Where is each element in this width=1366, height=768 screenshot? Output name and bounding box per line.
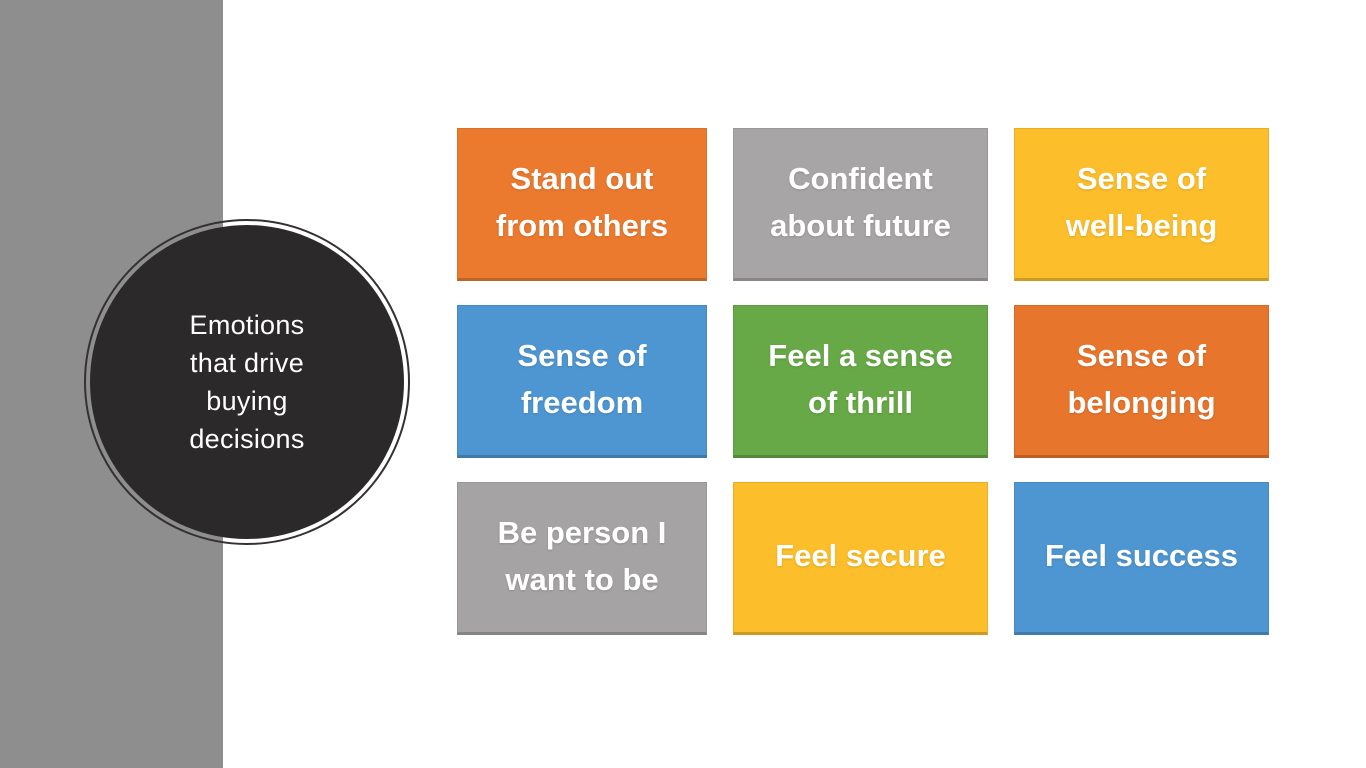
emotion-box-feel-a-sense-of-thrill: Feel a sense of thrill (733, 305, 988, 458)
emotion-box-line: Sense of (517, 337, 647, 373)
emotion-box-line: Sense of (1076, 337, 1207, 373)
emotion-box-line: from others (495, 207, 669, 243)
circle-label-line: buying (206, 386, 288, 416)
emotion-box-confident-about-future: Confident about future (733, 128, 988, 281)
emotion-box-line: of thrill (807, 384, 914, 420)
circle-label-line: that drive (189, 348, 305, 378)
emotion-box-be-person-i-want-to-be: Be person I want to be (457, 482, 707, 635)
emotion-box-feel-success: Feel success (1014, 482, 1269, 635)
emotions-circle-ring: Emotions that drive buying decisions (84, 219, 410, 545)
emotion-box-label: Feel success (1045, 532, 1238, 579)
emotion-box-line: Feel a sense (768, 337, 953, 373)
emotion-box-label: Stand out from others (496, 155, 668, 249)
emotion-box-line: Feel success (1044, 538, 1239, 573)
emotion-box-label: Sense of freedom (517, 332, 646, 426)
emotion-box-label: Confident about future (770, 155, 951, 249)
emotion-box-line: Feel secure (775, 538, 946, 573)
emotion-box-label: Be person I want to be (498, 509, 667, 603)
emotion-box-line: Be person I (497, 514, 667, 550)
circle-label-line: decisions (189, 424, 305, 454)
emotions-circle: Emotions that drive buying decisions (90, 225, 404, 539)
emotion-box-sense-of-belonging: Sense of belonging (1014, 305, 1269, 458)
emotion-box-line: want to be (505, 561, 659, 597)
emotion-box-line: Sense of (1076, 160, 1207, 196)
emotion-box-line: Stand out (510, 160, 654, 196)
emotion-grid: Stand out from others Confident about fu… (457, 128, 1269, 635)
emotion-box-label: Sense of well-being (1066, 155, 1218, 249)
emotion-box-label: Feel secure (775, 532, 946, 579)
emotion-box-stand-out-from-others: Stand out from others (457, 128, 707, 281)
emotion-box-label: Feel a sense of thrill (768, 332, 952, 426)
emotion-box-sense-of-well-being: Sense of well-being (1014, 128, 1269, 281)
emotion-box-line: freedom (520, 384, 644, 420)
emotion-box-label: Sense of belonging (1067, 332, 1215, 426)
emotion-box-line: belonging (1067, 384, 1216, 420)
emotion-box-line: well-being (1065, 207, 1218, 243)
emotion-box-line: about future (770, 207, 951, 243)
emotion-box-feel-secure: Feel secure (733, 482, 988, 635)
emotion-box-sense-of-freedom: Sense of freedom (457, 305, 707, 458)
circle-label-line: Emotions (189, 310, 305, 340)
emotion-box-line: Confident (788, 160, 933, 196)
emotions-circle-label: Emotions that drive buying decisions (189, 306, 304, 458)
